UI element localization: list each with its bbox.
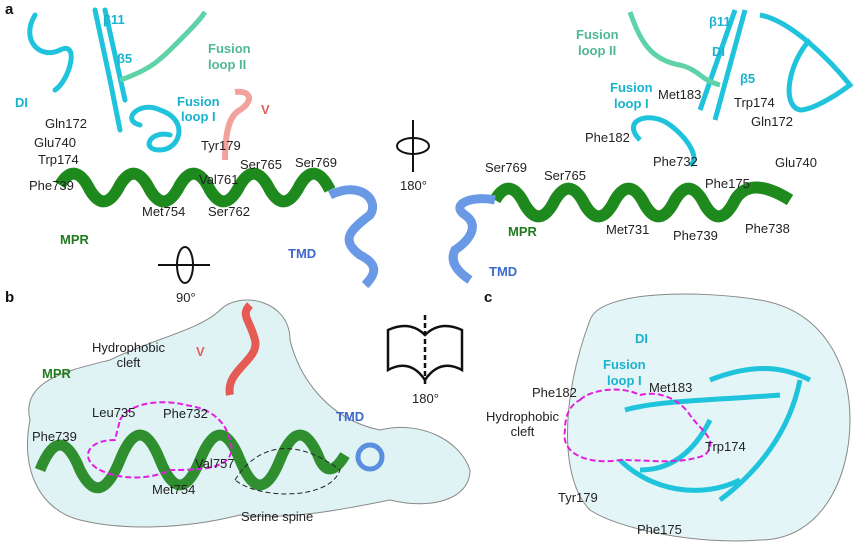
mpr-helix-b bbox=[34, 429, 350, 494]
residue-label: Phe182 bbox=[532, 385, 577, 400]
residue-label: Gln172 bbox=[751, 114, 793, 129]
di-cartoon-c bbox=[618, 366, 812, 502]
residue-label: Met754 bbox=[142, 204, 186, 219]
residue-label: Val761 bbox=[199, 172, 239, 187]
residue-label: Ser769 bbox=[295, 155, 337, 170]
residue-label: Gln172 bbox=[45, 116, 87, 131]
tmd-label: TMD bbox=[489, 264, 518, 279]
residue-label: Phe739 bbox=[32, 429, 77, 444]
hydrophobic-cleft-line2: cleft bbox=[510, 424, 535, 439]
rotation-90-label: 90° bbox=[176, 290, 196, 305]
rotation-180-label: 180° bbox=[400, 178, 427, 193]
di-label: DI bbox=[635, 331, 648, 346]
panel-c-letter: c bbox=[484, 289, 493, 306]
rotation-90-icon bbox=[158, 246, 210, 284]
residue-label: Phe732 bbox=[653, 154, 698, 169]
fusion-loop-i-label: Fusion bbox=[177, 94, 220, 109]
residue-label: Trp174 bbox=[734, 95, 775, 110]
residue-label: Met731 bbox=[606, 222, 650, 237]
hydrophobic-cleft-line1: Hydrophobic bbox=[486, 409, 559, 424]
residue-label: Glu740 bbox=[34, 135, 76, 150]
hydrophobic-cleft-line2: cleft bbox=[116, 355, 141, 370]
fusion-loop-ii-right bbox=[627, 11, 721, 88]
residue-label: Phe739 bbox=[673, 228, 718, 243]
residue-label: Tyr179 bbox=[558, 490, 598, 505]
surface-b bbox=[26, 299, 471, 528]
residue-label: Met754 bbox=[152, 482, 196, 497]
residue-label: Leu735 bbox=[92, 405, 136, 420]
residue-label: Phe182 bbox=[585, 130, 630, 145]
beta11-label: β11 bbox=[709, 14, 731, 29]
residue-label: Ser769 bbox=[485, 160, 527, 175]
residue-label: Val757 bbox=[195, 456, 235, 471]
serine-spine-label: Serine spine bbox=[241, 509, 314, 524]
mpr-helix-left bbox=[54, 167, 336, 208]
book-rotation-icon bbox=[386, 315, 464, 385]
fusion-loop-i-label: loop I bbox=[607, 373, 642, 388]
residue-label: Ser765 bbox=[544, 168, 586, 183]
hydrophobic-cleft-line1: Hydrophobic bbox=[92, 340, 165, 355]
fusion-loop-ii-label: Fusion bbox=[208, 41, 251, 56]
residue-label: Phe739 bbox=[29, 178, 74, 193]
hydrophobic-cleft-outline-c bbox=[563, 388, 712, 463]
residue-label: Trp174 bbox=[38, 152, 79, 167]
serine-spine-outline bbox=[234, 448, 341, 495]
di-cartoon-right bbox=[631, 9, 854, 168]
residue-label: Ser762 bbox=[208, 204, 250, 219]
fusion-loop-ii-label: Fusion bbox=[576, 27, 619, 42]
residue-label: Tyr179 bbox=[201, 138, 241, 153]
v-helix-b bbox=[225, 302, 260, 396]
fusion-loop-i-label: loop I bbox=[181, 109, 216, 124]
residue-label: Phe738 bbox=[745, 221, 790, 236]
fusion-loop-i-label: Fusion bbox=[610, 80, 653, 95]
surface-c bbox=[567, 293, 851, 542]
hydrophobic-cleft-outline-b bbox=[87, 401, 233, 479]
v-helix-left bbox=[222, 88, 252, 161]
book-rotation-label: 180° bbox=[412, 391, 439, 406]
fusion-loop-ii-label: loop II bbox=[578, 43, 617, 58]
residue-label: Trp174 bbox=[705, 439, 746, 454]
residue-label: Phe175 bbox=[705, 176, 750, 191]
tmd-label: TMD bbox=[336, 409, 365, 424]
fusion-loop-ii-label: loop II bbox=[208, 57, 247, 72]
tmd-helix-left bbox=[327, 185, 379, 289]
panel-a-letter: a bbox=[5, 1, 14, 18]
v-label: V bbox=[261, 102, 270, 117]
di-label: DI bbox=[15, 95, 28, 110]
beta5-label: β5 bbox=[740, 71, 756, 86]
fusion-loop-i-label: Fusion bbox=[603, 357, 646, 372]
beta5-label: β5 bbox=[117, 51, 133, 66]
v-label: V bbox=[196, 344, 205, 359]
residue-label: Ser765 bbox=[240, 157, 282, 172]
residue-label: Met183 bbox=[649, 380, 693, 395]
mpr-label: MPR bbox=[42, 366, 71, 381]
fusion-loop-ii-left bbox=[119, 10, 208, 83]
beta11-label: β11 bbox=[103, 12, 125, 27]
panel-b-letter: b bbox=[5, 289, 15, 306]
residue-label: Phe175 bbox=[637, 522, 682, 537]
fusion-loop-i-label: loop I bbox=[614, 96, 649, 111]
mpr-label: MPR bbox=[60, 232, 89, 247]
mpr-label: MPR bbox=[508, 224, 537, 239]
rotation-180-icon bbox=[396, 120, 430, 172]
residue-label: Phe732 bbox=[163, 406, 208, 421]
residue-label: Met183 bbox=[658, 87, 702, 102]
tmd-helix-right bbox=[448, 194, 496, 284]
di-cartoon-left bbox=[27, 7, 182, 153]
tmd-helix-b bbox=[355, 442, 385, 472]
di-label: DI bbox=[712, 44, 725, 59]
tmd-label: TMD bbox=[288, 246, 317, 261]
mpr-helix-right bbox=[489, 181, 794, 223]
residue-label: Glu740 bbox=[775, 155, 817, 170]
